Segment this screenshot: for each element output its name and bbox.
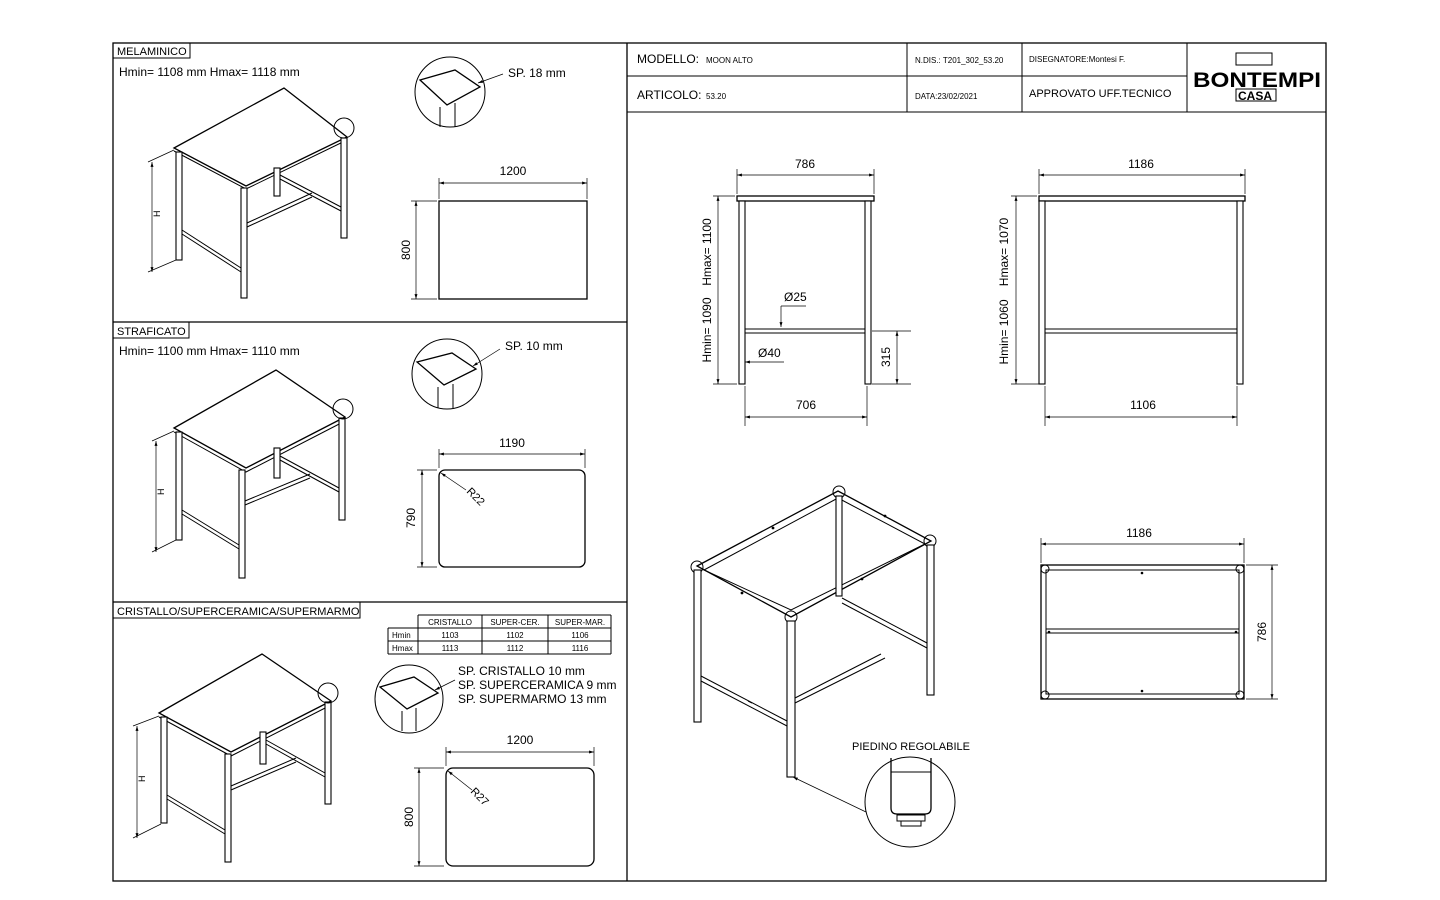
front-hmax: Hmax= 1100 (700, 218, 714, 286)
col-header: SUPER-CER. (490, 618, 539, 627)
tube-diameter: Ø25 (784, 290, 807, 304)
section-straficato: STRAFICATO Hmin= 1100 mm Hmax= 1110 mm H (112, 321, 586, 579)
section-title: MELAMINICO (117, 46, 187, 58)
thickness-line: SP. SUPERCERAMICA 9 mm (458, 678, 616, 692)
front-width-bottom: 706 (796, 398, 816, 412)
side-hmax: Hmax= 1070 (997, 217, 1011, 286)
isometric-table-straficato: H (151, 369, 354, 579)
corner-radius: R22 (464, 486, 487, 509)
plan-corner-feet (1040, 564, 1245, 700)
edge-detail-cristallo: SP. CRISTALLO 10 mm SP. SUPERCERAMICA 9 … (374, 664, 616, 734)
top-plan-melaminico: 1200 800 (399, 164, 588, 300)
h-label: H (152, 211, 162, 218)
h-label: H (137, 776, 147, 783)
logo-wordmark: BONTEMPI (1193, 69, 1321, 92)
section-melaminico: MELAMINICO Hmin= 1108 mm Hmax= 1118 mm (112, 42, 588, 300)
leg-diameter: Ø40 (758, 346, 781, 360)
top-plan-straficato: 1190 790 R22 (404, 436, 586, 568)
table-cell: 1113 (442, 644, 459, 653)
top-width: 1200 (500, 164, 527, 178)
section-cristallo: CRISTALLO/SUPERCERAMICA/SUPERMARMO CRIST… (112, 601, 616, 867)
rail-height: 315 (879, 347, 893, 367)
top-plan-cristallo: 1200 800 R27 (402, 733, 595, 867)
side-width-bottom: 1106 (1130, 398, 1156, 412)
bontempi-logo: BONTEMPI CASA (1193, 52, 1321, 103)
top-depth: 800 (402, 807, 416, 827)
edge-detail-melaminico: SP. 18 mm (414, 56, 566, 128)
height-table: CRISTALLO SUPER-CER. SUPER-MAR. Hmin 110… (387, 614, 612, 655)
side-hmin: Hmin= 1060 (997, 299, 1011, 364)
thickness-line: SP. SUPERMARMO 13 mm (458, 692, 606, 706)
plan-view: 1186 786 (1040, 526, 1278, 700)
plan-depth: 786 (1255, 622, 1269, 642)
isometric-table-cristallo: H (132, 653, 339, 863)
table-cell: 1106 (571, 631, 589, 640)
plan-width: 1186 (1126, 526, 1152, 540)
table-cell: 1112 (507, 644, 524, 653)
top-depth: 790 (404, 508, 418, 528)
modello-value: MOON ALTO (706, 56, 753, 65)
drawing-date: DATA:23/02/2021 (915, 92, 978, 101)
col-header: CRISTALLO (428, 618, 472, 627)
thickness-line: SP. CRISTALLO 10 mm (458, 664, 585, 678)
drawing-number: N.DIS.: T201_302_53.20 (915, 56, 1004, 65)
front-width-top: 786 (795, 157, 815, 171)
logo-casa: CASA (1238, 89, 1272, 103)
thickness-label: SP. 10 mm (505, 339, 563, 353)
isometric-frame-view (690, 485, 937, 813)
articolo-value: 53.20 (706, 92, 727, 101)
height-range: Hmin= 1100 mm Hmax= 1110 mm (119, 344, 300, 358)
adjustable-foot-detail: PIEDINO REGOLABILE (852, 741, 970, 848)
approval-label: APPROVATO UFF.TECNICO (1029, 88, 1172, 100)
top-width: 1190 (499, 436, 525, 450)
edge-detail-straficato: SP. 10 mm (411, 338, 563, 410)
sheet-frame (112, 42, 1327, 882)
front-view: 786 706 Hmax= 1100 Hmin= 1090 Ø25 Ø40 31… (700, 157, 911, 426)
designer: DISEGNATORE:Montesi F. (1029, 55, 1125, 64)
front-hmin: Hmin= 1090 (700, 297, 714, 362)
top-width: 1200 (507, 733, 534, 747)
top-depth: 800 (399, 240, 413, 260)
table-cell: 1103 (441, 631, 459, 640)
section-title: CRISTALLO/SUPERCERAMICA/SUPERMARMO (117, 606, 360, 618)
height-range: Hmin= 1108 mm Hmax= 1118 mm (119, 65, 300, 79)
articolo-label: ARTICOLO: (637, 88, 701, 102)
title-block: MODELLO: MOON ALTO N.DIS.: T201_302_53.2… (627, 43, 1326, 113)
foot-label: PIEDINO REGOLABILE (852, 741, 970, 753)
h-label: H (156, 489, 166, 496)
row-label: Hmax (392, 644, 413, 653)
side-width-top: 1186 (1128, 157, 1154, 171)
table-cell: 1116 (572, 644, 589, 653)
side-view: 1186 1106 Hmax= 1070 Hmin= 1060 (997, 157, 1246, 426)
row-label: Hmin (392, 631, 411, 640)
col-header: SUPER-MAR. (555, 618, 605, 627)
isometric-table-melaminico: H (147, 87, 355, 299)
table-cell: 1102 (506, 631, 524, 640)
section-title: STRAFICATO (117, 326, 186, 338)
modello-label: MODELLO: (637, 52, 699, 66)
thickness-label: SP. 18 mm (508, 66, 566, 80)
